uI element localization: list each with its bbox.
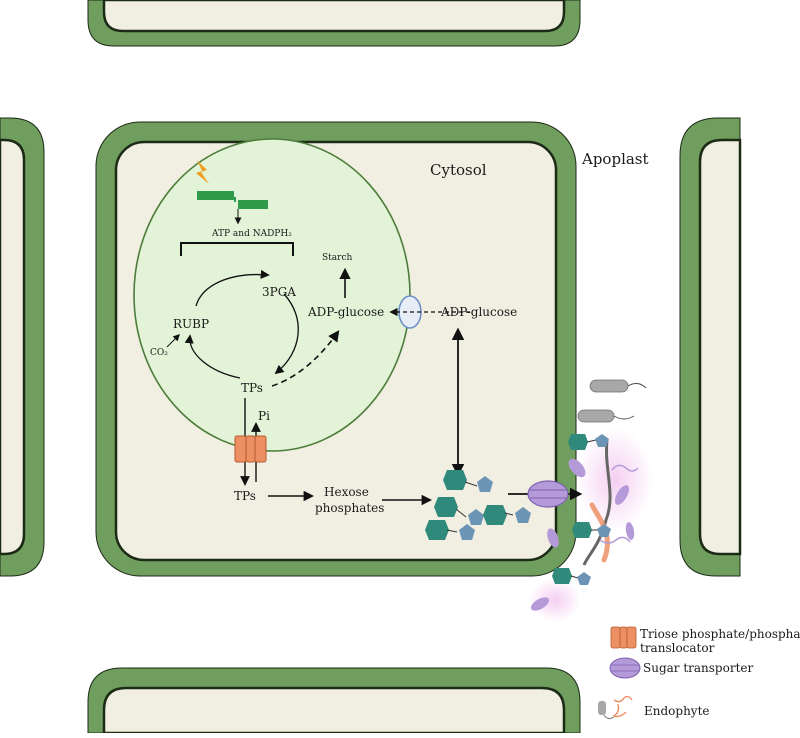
- atp-nadph-label: ATP and NADPH₂: [211, 229, 292, 239]
- legend-sugar-transporter-label: Sugar transporter: [643, 661, 754, 675]
- bacterium-icon: [589, 379, 647, 393]
- tps-chloroplast-label: TPs: [241, 381, 263, 395]
- adp-glucose-outer-label: ADP-glucose: [440, 305, 517, 319]
- co2-label: CO₂: [150, 348, 168, 358]
- chloroplast: [133, 138, 411, 452]
- tps-cytosol-label: TPs: [234, 489, 256, 503]
- sugar-transporter: [527, 480, 569, 508]
- pi-label: Pi: [258, 409, 270, 423]
- legend-tpt-label-2: translocator: [640, 641, 715, 655]
- sucrose-molecule: [483, 505, 531, 525]
- endophyte-cluster: [529, 379, 653, 622]
- bacterium-icon: [577, 409, 635, 423]
- neighbor-cell-top: [87, 0, 581, 47]
- sucrose-molecules: [425, 470, 531, 540]
- hexose-label-line2: phosphates: [315, 501, 384, 515]
- thylakoid-icon: [197, 191, 268, 209]
- starch-label: Starch: [322, 253, 352, 263]
- hexose-label-line1: Hexose: [324, 485, 369, 499]
- neighbor-cell-bottom: [87, 667, 581, 735]
- neighbor-cell-left: [0, 117, 45, 577]
- legend-endophyte-icon: [598, 695, 633, 720]
- fungal-hypha: [582, 439, 612, 566]
- co2-arrow: [166, 334, 180, 348]
- rubp-label: RUBP: [173, 317, 209, 331]
- calvin-cycle: [184, 269, 299, 379]
- adp-glucose-inner-label: ADP-glucose: [307, 305, 384, 319]
- energy-bracket: [180, 242, 294, 256]
- legend-sugar-transporter-icon: [609, 657, 641, 679]
- apoplast-label: Apoplast: [581, 150, 649, 168]
- triose-phosphate-translocator: [234, 435, 267, 463]
- cytosol-label: Cytosol: [430, 161, 487, 179]
- sucrose-molecule: [434, 497, 484, 525]
- sucrose-molecule: [425, 520, 475, 540]
- sucrose-molecule: [443, 470, 493, 492]
- neighbor-cell-right: [679, 117, 742, 577]
- legend-tpt-icon: [610, 626, 637, 649]
- 3pga-label: 3PGA: [262, 285, 296, 299]
- legend-tpt-label-1: Triose phosphate/phosphate: [640, 627, 800, 641]
- legend: Triose phosphate/phosphate translocator …: [598, 626, 800, 720]
- legend-endophyte-label: Endophyte: [644, 704, 710, 718]
